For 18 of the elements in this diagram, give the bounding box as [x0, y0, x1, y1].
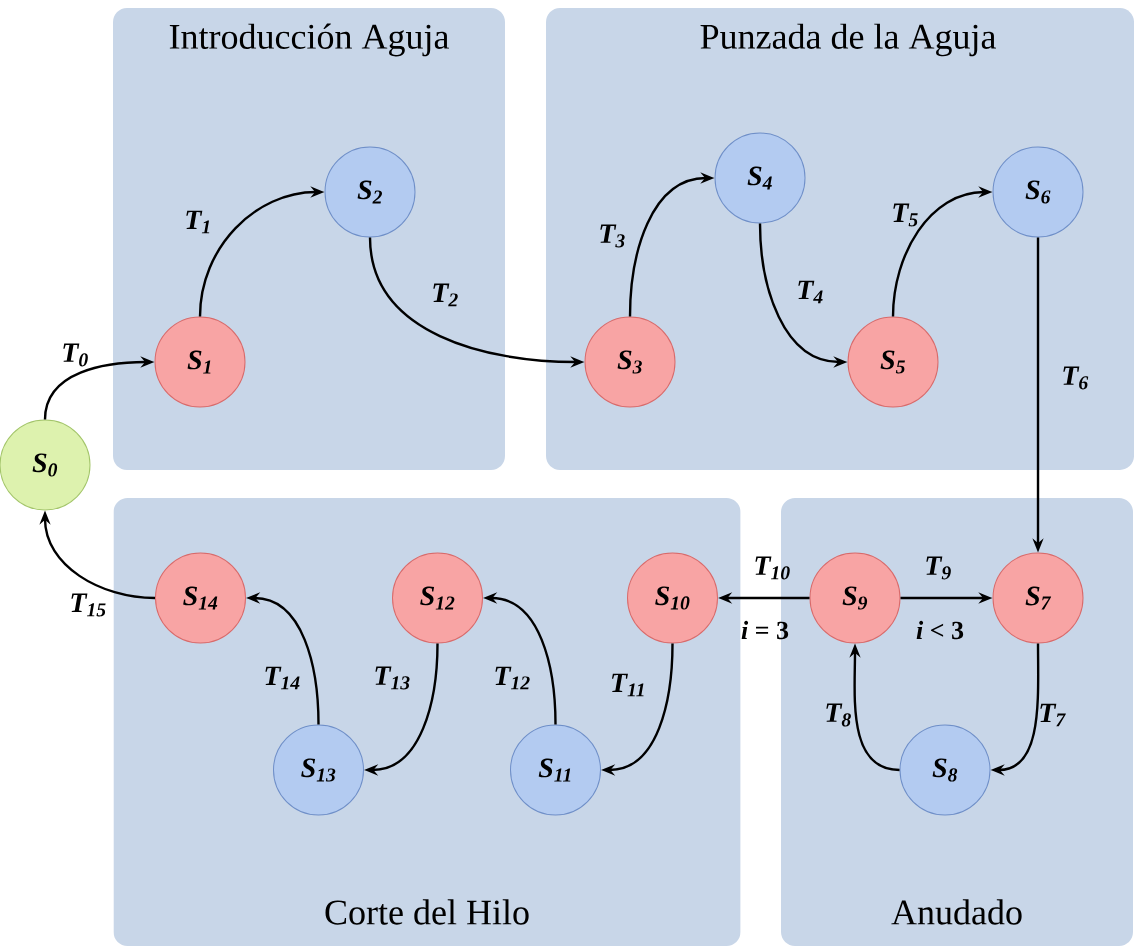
edge-label: T$_{13}$	[375, 666, 410, 690]
edge-label: T$_{15}$	[71, 593, 106, 617]
edge-label: T$_{14}$	[265, 666, 300, 690]
condition-label: i < 3	[916, 620, 964, 640]
condition-label: i = 3	[741, 620, 789, 640]
edge-label: T$_{2}$	[433, 283, 458, 307]
edge-label: T$_{11}$	[612, 673, 644, 697]
edge-label: T$_{6}$	[1063, 366, 1089, 390]
edge-label: T$_{8}$	[826, 703, 851, 727]
edge-label: T$_{1}$	[186, 210, 210, 234]
edge-label: T$_{4}$	[798, 280, 823, 304]
edge-label: T$_{3}$	[600, 224, 625, 248]
edge-label: T$_{5}$	[893, 203, 918, 227]
edge-label: T$_{7}$	[1040, 703, 1066, 727]
edge-label: T$_{9}$	[926, 556, 951, 580]
edge-label: T$_{0}$	[63, 343, 88, 367]
edge-label: T$_{10}$	[755, 556, 790, 580]
edge-label: T$_{12}$	[495, 666, 530, 690]
